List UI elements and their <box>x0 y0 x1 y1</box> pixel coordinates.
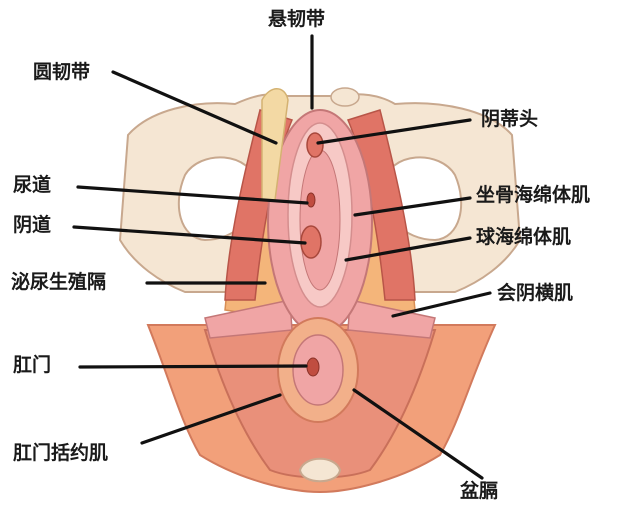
leader-vagina <box>72 225 307 245</box>
leader-bulbospongiosus <box>344 236 472 262</box>
leader-ischiocavernosus <box>353 196 472 217</box>
clitoris-glans-shape <box>306 132 324 158</box>
coccyx <box>298 457 342 483</box>
label-transverse-perineal: 会阴横肌 <box>497 282 574 304</box>
leader-transverse-perineal <box>391 291 492 318</box>
vestibule-inner <box>299 149 341 291</box>
label-ischiocavernosus: 坐骨海绵体肌 <box>476 184 591 206</box>
anus-shape <box>306 357 320 377</box>
label-urogenital-diaphragm: 泌尿生殖隔 <box>11 271 107 293</box>
label-suspensory-ligament: 悬韧带 <box>268 8 326 30</box>
label-round-ligament: 圆韧带 <box>33 61 91 83</box>
label-anal-sphincter: 肛门括约肌 <box>13 442 109 464</box>
leader-urethra <box>76 185 309 205</box>
leader-pelvic-diaphragm <box>352 388 484 480</box>
leader-lines <box>72 34 492 480</box>
label-vagina: 阴道 <box>13 214 52 236</box>
urethra-shape <box>306 192 316 208</box>
suspensory-ligament-shape <box>330 87 360 107</box>
label-urethra: 尿道 <box>13 174 52 196</box>
leader-anus <box>78 364 308 369</box>
leader-clitoris-glans <box>316 118 472 145</box>
label-bulbospongiosus: 球海绵体肌 <box>476 226 572 248</box>
label-clitoris-glans: 阴蒂头 <box>481 108 539 130</box>
leader-anal-sphincter <box>140 393 282 445</box>
leader-round-ligament <box>111 70 278 145</box>
label-anus: 肛门 <box>13 354 52 376</box>
label-pelvic-diaphragm: 盆膈 <box>460 480 499 502</box>
round-ligament <box>261 88 289 201</box>
transverse-perineal-right <box>347 299 436 339</box>
